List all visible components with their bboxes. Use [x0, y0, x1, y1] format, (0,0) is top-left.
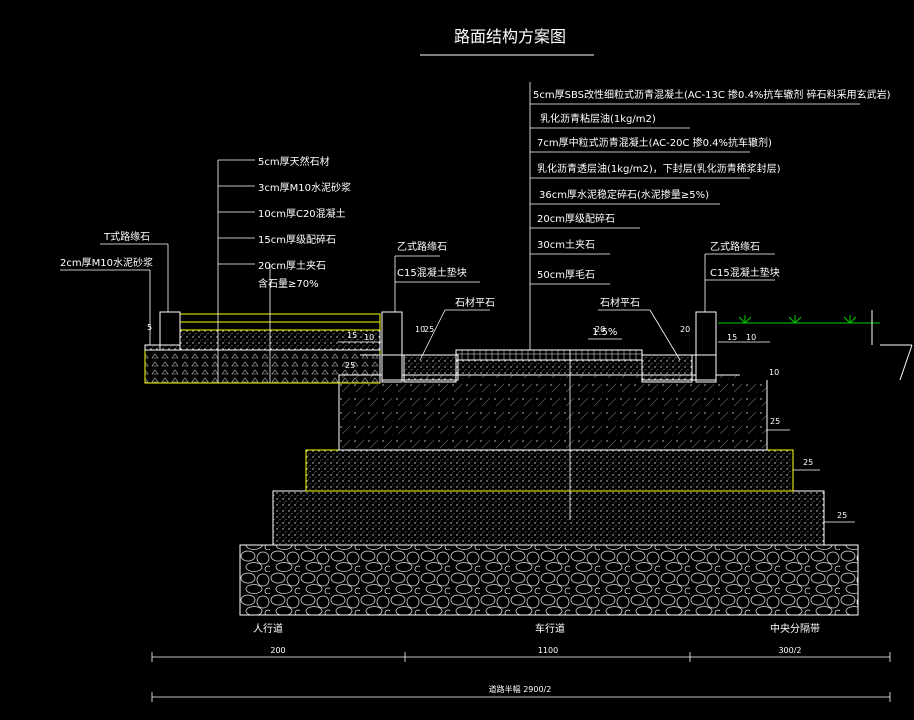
- left-layer-label: 5cm厚天然石材: [258, 155, 330, 168]
- right-layer-label: 36cm厚水泥稳定碎石(水泥掺量≥5%): [539, 188, 709, 201]
- dim-ticks: [338, 341, 855, 523]
- right-layer-label: 5cm厚SBS改性细粒式沥青混凝土(AC-13C 掺0.4%抗车辙剂 碎石料采用…: [533, 88, 891, 101]
- left-layer-labels: 5cm厚天然石材 3cm厚M10水泥砂浆 10cm厚C20混凝土 15cm厚级配…: [258, 155, 351, 290]
- layer-rubble-stone: [239, 544, 859, 616]
- layer-asphalt-ac13: [455, 349, 643, 361]
- right-leaders: [394, 82, 860, 520]
- sidewalk-stone-paving: [179, 313, 381, 323]
- left-layer-label: 15cm厚级配碎石: [258, 233, 336, 246]
- right-curb-label: 乙式路缘石: [710, 240, 760, 253]
- dim-text: 10: [769, 368, 779, 377]
- left-layer-label: 10cm厚C20混凝土: [258, 207, 346, 220]
- width-dim-line: [151, 652, 891, 662]
- width-carriageway: 1100: [538, 646, 558, 655]
- layer-graded-gravel: [305, 449, 794, 492]
- right-layer-label: 7cm厚中粒式沥青混凝土(AC-20C 掺0.4%抗车辙剂): [537, 136, 772, 149]
- dim-text: 25: [424, 325, 434, 334]
- left-concrete-bed: [403, 354, 457, 383]
- dim-text: 10: [415, 325, 425, 334]
- dim-text: 20: [595, 325, 605, 334]
- mortar-label: 2cm厚M10水泥砂浆: [60, 256, 153, 269]
- right-layer-label: 50cm厚毛石: [537, 269, 595, 281]
- flat-stone-left-label: 石材平石: [455, 296, 495, 309]
- dim-text: 25: [770, 417, 780, 426]
- dim-text: 25: [345, 361, 355, 370]
- dim-text: 25: [837, 511, 847, 520]
- layer-soil-stone: [272, 490, 825, 546]
- right-layer-label: 乳化沥青粘层油(1kg/m2): [540, 112, 656, 125]
- slope-label: 1.5%: [592, 327, 617, 338]
- layer-asphalt-ac20: [455, 359, 643, 376]
- grass-symbols: [738, 315, 857, 324]
- dim-text: 10: [364, 333, 374, 342]
- right-layer-label: 30cm土夹石: [537, 238, 595, 251]
- zone-median: 中央分隔带: [770, 622, 820, 635]
- total-width-label: 道路半幅 2900/2: [489, 684, 552, 694]
- dim-text: 10: [746, 333, 756, 342]
- zone-carriageway: 车行道: [535, 622, 565, 635]
- right-layer-label: 20cm厚级配碎石: [537, 212, 615, 225]
- small-dimensions: 5 15 10 25 25 15 10 25 25 25 10 10 20 20: [147, 323, 847, 520]
- dim-text: 5: [147, 323, 152, 332]
- right-curb-stone: [695, 311, 717, 383]
- left-layer-label: 含石量≥70%: [258, 277, 319, 290]
- left-gutter-outline: [381, 354, 459, 381]
- flat-stone-right-label: 石材平石: [600, 296, 640, 309]
- median-slope: [899, 344, 913, 381]
- mid-left-bed-label: C15混凝土垫块: [397, 266, 467, 279]
- sidewalk-edge: [360, 354, 381, 383]
- width-sidewalk: 200: [270, 646, 285, 655]
- right-layer-labels: 5cm厚SBS改性细粒式沥青混凝土(AC-13C 掺0.4%抗车辙剂 碎石料采用…: [533, 88, 891, 281]
- right-gutter-outline: [641, 354, 717, 381]
- left-layer-label: 20cm厚土夹石: [258, 259, 326, 272]
- sidewalk-t-curb: [159, 311, 181, 351]
- drawing-title: 路面结构方案图: [454, 27, 566, 46]
- layer-cement-stabilized: [338, 374, 768, 451]
- right-concrete-bed: [641, 354, 693, 383]
- median-area: [740, 325, 890, 380]
- left-layer-label: 3cm厚M10水泥砂浆: [258, 181, 351, 194]
- left-leaders: [60, 159, 271, 383]
- dim-text: 25: [803, 458, 813, 467]
- sidewalk-concrete: [179, 321, 381, 331]
- zone-sidewalk: 人行道: [253, 622, 283, 635]
- mid-left-curb-label: 乙式路缘石: [397, 240, 447, 253]
- t-curb-label: T式路缘石: [103, 230, 150, 243]
- sidewalk-mortar-bed: [144, 344, 181, 351]
- right-layer-label: 乳化沥青透层油(1kg/m2)，下封层(乳化沥青稀浆封层): [537, 162, 781, 175]
- width-median: 300/2: [778, 646, 801, 655]
- total-dim-line: [151, 692, 891, 702]
- dim-text: 15: [727, 333, 737, 342]
- dim-text: 20: [680, 325, 690, 334]
- right-bed-label: C15混凝土垫块: [710, 266, 780, 279]
- dim-text: 15: [347, 331, 357, 340]
- left-curb-stone: [381, 311, 403, 383]
